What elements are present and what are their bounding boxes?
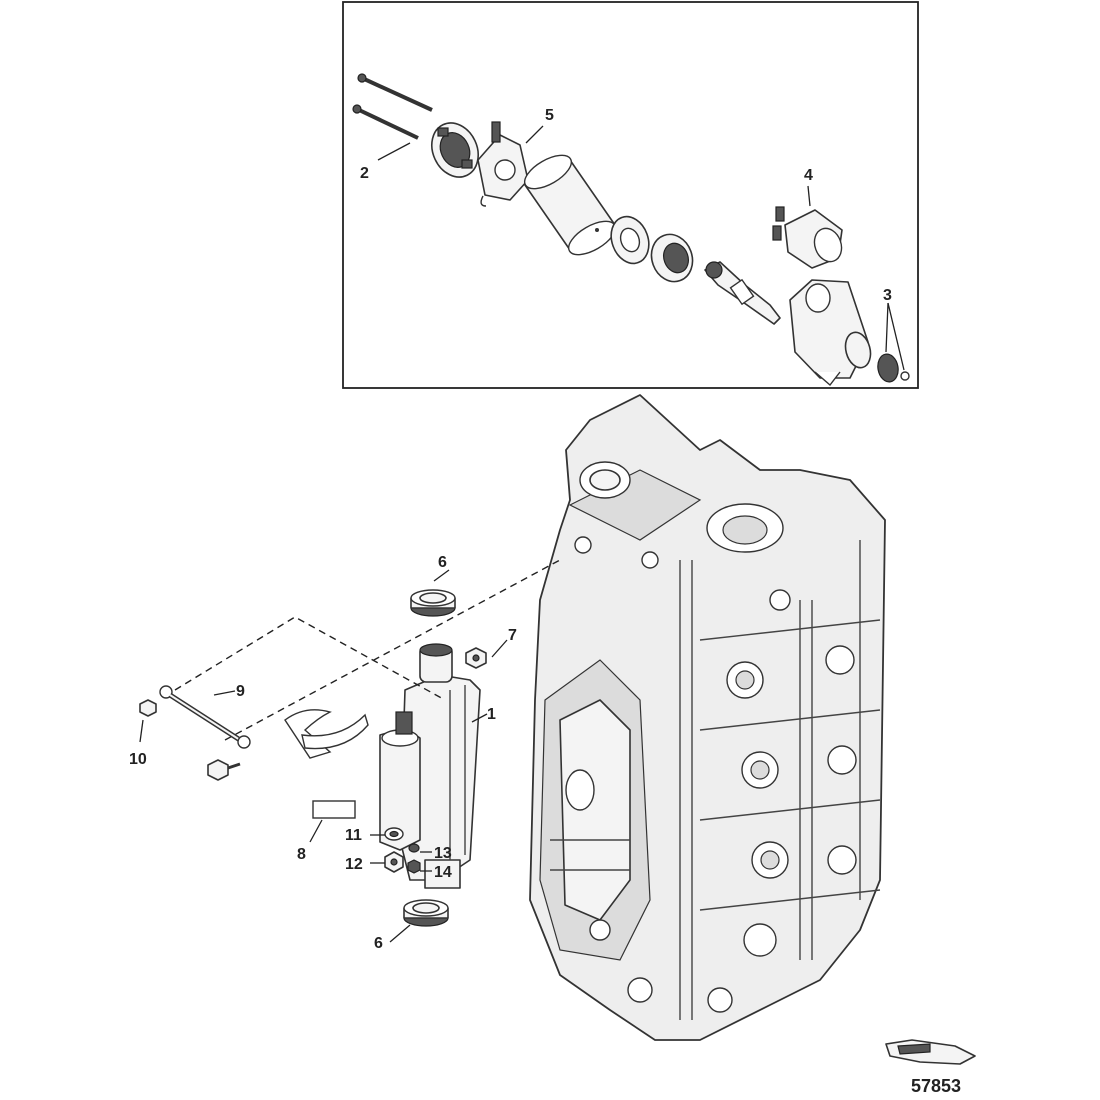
callout-5: 5	[545, 107, 554, 124]
solenoid	[772, 206, 843, 269]
callout-7: 7	[508, 627, 517, 644]
rubber-seal-top	[410, 589, 456, 617]
callout-12: 12	[345, 856, 363, 873]
engine-block	[529, 394, 886, 1041]
planetary-gear	[650, 233, 694, 283]
inset-exploded-starter: 5 2 4 3	[342, 1, 919, 389]
callout-4: 4	[804, 167, 813, 184]
flange-nut	[207, 759, 241, 781]
starter-bracket	[284, 709, 369, 759]
starter-motor	[379, 643, 481, 889]
drive-housing	[789, 279, 872, 387]
callout-3: 3	[883, 287, 892, 304]
through-bolts	[352, 73, 433, 140]
end-cap	[431, 122, 479, 178]
rubber-seal-bottom	[403, 899, 449, 927]
figure-number: 57853	[911, 1076, 961, 1096]
nut-7	[465, 647, 487, 669]
label-8	[312, 800, 356, 819]
callout-11: 11	[345, 827, 362, 844]
screw-10	[139, 699, 157, 717]
brush-plate	[477, 121, 529, 207]
callout-14: 14	[434, 864, 452, 881]
callout-13: 13	[434, 845, 452, 862]
motor-housing	[523, 154, 617, 256]
battery-cable	[159, 685, 251, 749]
callout-1: 1	[487, 706, 496, 723]
callout-6-top: 6	[438, 554, 447, 571]
callout-6-bottom: 6	[374, 935, 383, 952]
drive-shaft	[704, 261, 781, 325]
washer	[610, 215, 650, 265]
boat-orientation-icon	[885, 1039, 976, 1065]
assembly-line-starter	[224, 559, 561, 741]
callout-2: 2	[360, 165, 369, 182]
assembly-line-cable	[174, 616, 446, 701]
head-bosses	[574, 536, 857, 1013]
callout-10: 10	[129, 751, 147, 768]
pinion-and-clip	[877, 353, 910, 383]
callout-8: 8	[297, 846, 306, 863]
small-hardware	[384, 827, 421, 874]
callout-9: 9	[236, 683, 245, 700]
